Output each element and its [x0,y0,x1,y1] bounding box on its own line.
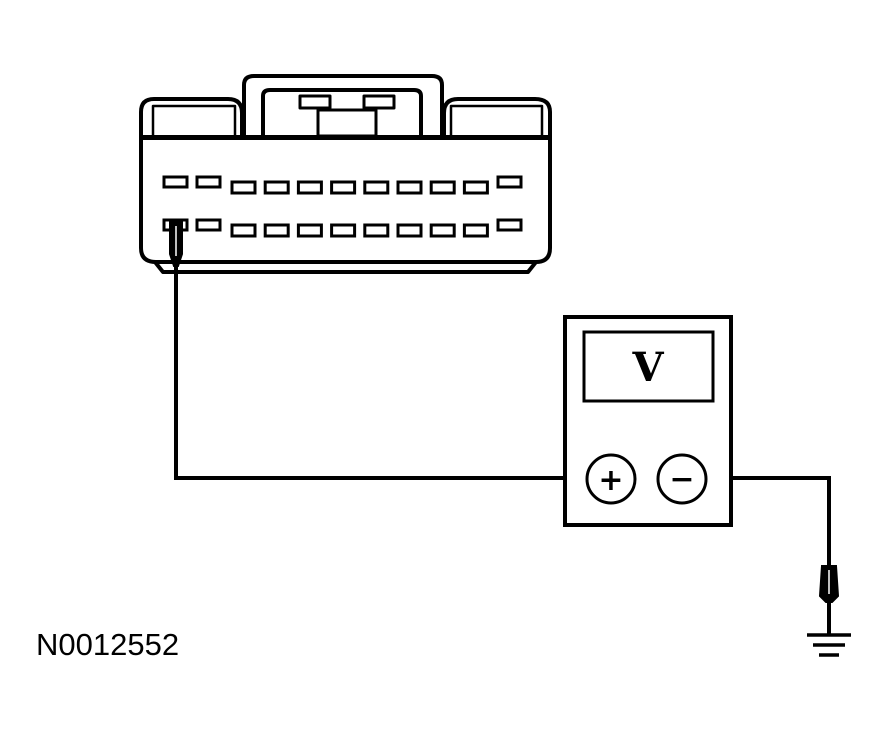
connector-shoulder-inner [151,104,237,136]
connector-body [139,135,552,264]
connector-tab-inner-outline [261,88,423,136]
connector-locking-tab [242,74,444,136]
connector-pin-cavity [396,223,423,238]
connector-pin-cavity [230,180,257,195]
connector-tab-detail [362,94,396,110]
connector-pin-cavity [396,180,423,195]
connector-tab-detail [298,94,332,110]
connector-pin-cavity [330,180,357,195]
negative-terminal-label: − [669,462,694,497]
positive-terminal-label: + [598,463,623,498]
connector-pin-cavity [296,223,323,238]
connector-pin-cavity [429,180,456,195]
connector-left-shoulder [139,97,244,138]
connector-pin-cavity [462,180,489,195]
voltmeter-reading: V [631,344,664,391]
connector-pin-cavity [363,180,390,195]
connector-pin-cavity [496,218,523,232]
connector-pin-cavity [462,223,489,238]
connector-pin-row-lower [162,218,523,238]
connector-pin-row-upper [162,175,523,195]
connector-pin-cavity [496,175,523,189]
connector [139,74,552,274]
connector-pin-cavity [363,223,390,238]
connector-pin-cavity [296,180,323,195]
back-probe [169,221,183,267]
voltmeter: V + − [563,315,733,527]
connector-shoulder-inner [449,104,544,136]
connector-pin-cavity [263,223,290,238]
connector-pin-cavity [230,223,257,238]
connector-bottom-lip [153,260,538,274]
positive-terminal [585,453,637,505]
connector-pin-cavity [263,180,290,195]
connector-tab-detail [316,108,378,138]
connector-pin-cavity [162,175,189,189]
negative-test-lead [708,476,831,566]
connector-pin-cavity [330,223,357,238]
ground-clip [818,565,840,603]
connector-pin-cavity [195,175,222,189]
figure-id: N0012552 [36,627,180,662]
connector-right-shoulder [442,97,552,138]
positive-test-lead [174,264,588,480]
voltmeter-display [582,330,715,403]
ground-symbol [807,633,851,657]
negative-terminal [656,453,708,505]
connector-pin-cavity [195,218,222,232]
connector-pin-cavity [429,223,456,238]
